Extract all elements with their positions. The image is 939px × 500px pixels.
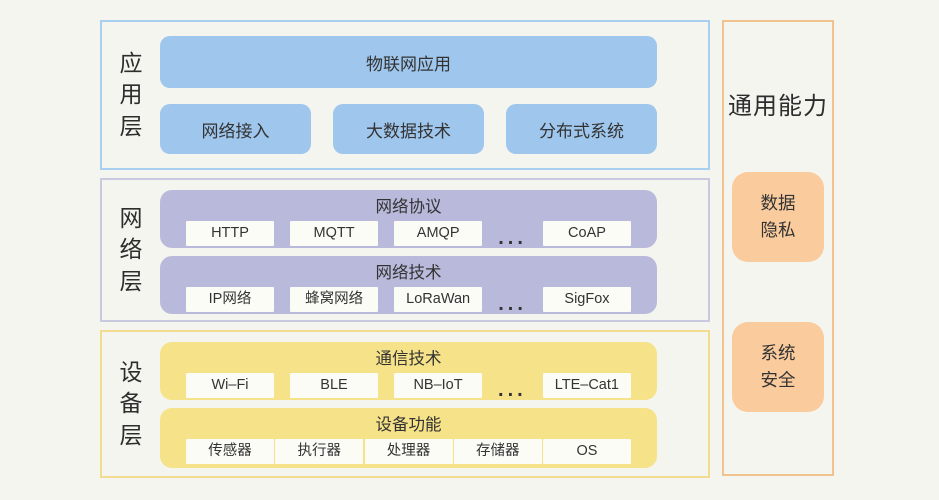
chip-wifi: Wi–Fi <box>186 373 274 398</box>
layer-label-application: 应 用 层 <box>119 50 143 139</box>
chip-ble: BLE <box>290 373 379 398</box>
communication-technologies-group: 通信技术 Wi–Fi BLE NB–IoT ... LTE–Cat1 <box>160 342 657 400</box>
application-sub-row: 网络接入 大数据技术 分布式系统 <box>160 104 657 154</box>
network-layer-content: 网络协议 HTTP MQTT AMQP ... CoAP 网络技术 IP网络 蜂… <box>160 180 657 320</box>
group-title-communication-technologies: 通信技术 <box>375 350 442 368</box>
chip-lte-cat1: LTE–Cat1 <box>542 373 631 398</box>
layer-network: 网 络 层 网络协议 HTTP MQTT AMQP ... CoAP 网络技术 … <box>100 178 710 322</box>
device-functions-group: 设备功能 传感器 执行器 处理器 存储器 OS <box>160 408 657 468</box>
device-functions-chip-row: 传感器 执行器 处理器 存储器 OS <box>186 439 631 464</box>
chip-mqtt: MQTT <box>290 221 379 246</box>
chip-sigfox: SigFox <box>542 287 631 312</box>
chip-coap: CoAP <box>542 221 631 246</box>
chip-actuator: 执行器 <box>275 439 364 464</box>
layer-label-device: 设 备 层 <box>119 359 143 448</box>
capability-system-security: 系统 安全 <box>732 322 824 412</box>
device-layer-content: 通信技术 Wi–Fi BLE NB–IoT ... LTE–Cat1 设备功能 … <box>160 332 657 476</box>
big-data-technology-box: 大数据技术 <box>333 104 484 154</box>
network-technologies-group: 网络技术 IP网络 蜂窝网络 LoRaWan ... SigFox <box>160 256 657 314</box>
common-capabilities-panel: 通用能力 数据 隐私 系统 安全 <box>722 20 834 476</box>
capability-data-privacy: 数据 隐私 <box>732 172 824 262</box>
chip-cellular-network: 蜂窝网络 <box>290 287 379 312</box>
layer-application: 应 用 层 物联网应用 网络接入 大数据技术 分布式系统 <box>100 20 710 170</box>
iot-applications-box: 物联网应用 <box>160 36 657 88</box>
application-layer-content: 物联网应用 网络接入 大数据技术 分布式系统 <box>160 22 657 168</box>
chip-ip-network: IP网络 <box>186 287 274 312</box>
network-protocols-chip-row: HTTP MQTT AMQP ... CoAP <box>186 221 631 248</box>
group-title-device-functions: 设备功能 <box>375 416 442 434</box>
distributed-systems-box: 分布式系统 <box>506 104 657 154</box>
network-technologies-chip-row: IP网络 蜂窝网络 LoRaWan ... SigFox <box>186 287 631 314</box>
network-access-box: 网络接入 <box>160 104 311 154</box>
chip-http: HTTP <box>186 221 274 246</box>
chip-os: OS <box>543 439 631 464</box>
common-capabilities-title: 通用能力 <box>728 93 828 120</box>
chip-lorawan: LoRaWan <box>394 287 483 312</box>
chip-sensor: 传感器 <box>186 439 274 464</box>
chip-amqp: AMQP <box>394 221 483 246</box>
chip-processor: 处理器 <box>364 439 453 464</box>
chip-nb-iot: NB–IoT <box>394 373 483 398</box>
group-title-network-technologies: 网络技术 <box>375 264 442 282</box>
layer-device: 设 备 层 通信技术 Wi–Fi BLE NB–IoT ... LTE–Cat1… <box>100 330 710 478</box>
chip-storage: 存储器 <box>453 439 542 464</box>
layer-label-network: 网 络 层 <box>119 205 143 294</box>
group-title-network-protocols: 网络协议 <box>375 198 442 216</box>
network-protocols-group: 网络协议 HTTP MQTT AMQP ... CoAP <box>160 190 657 248</box>
communication-technologies-chip-row: Wi–Fi BLE NB–IoT ... LTE–Cat1 <box>186 373 631 400</box>
